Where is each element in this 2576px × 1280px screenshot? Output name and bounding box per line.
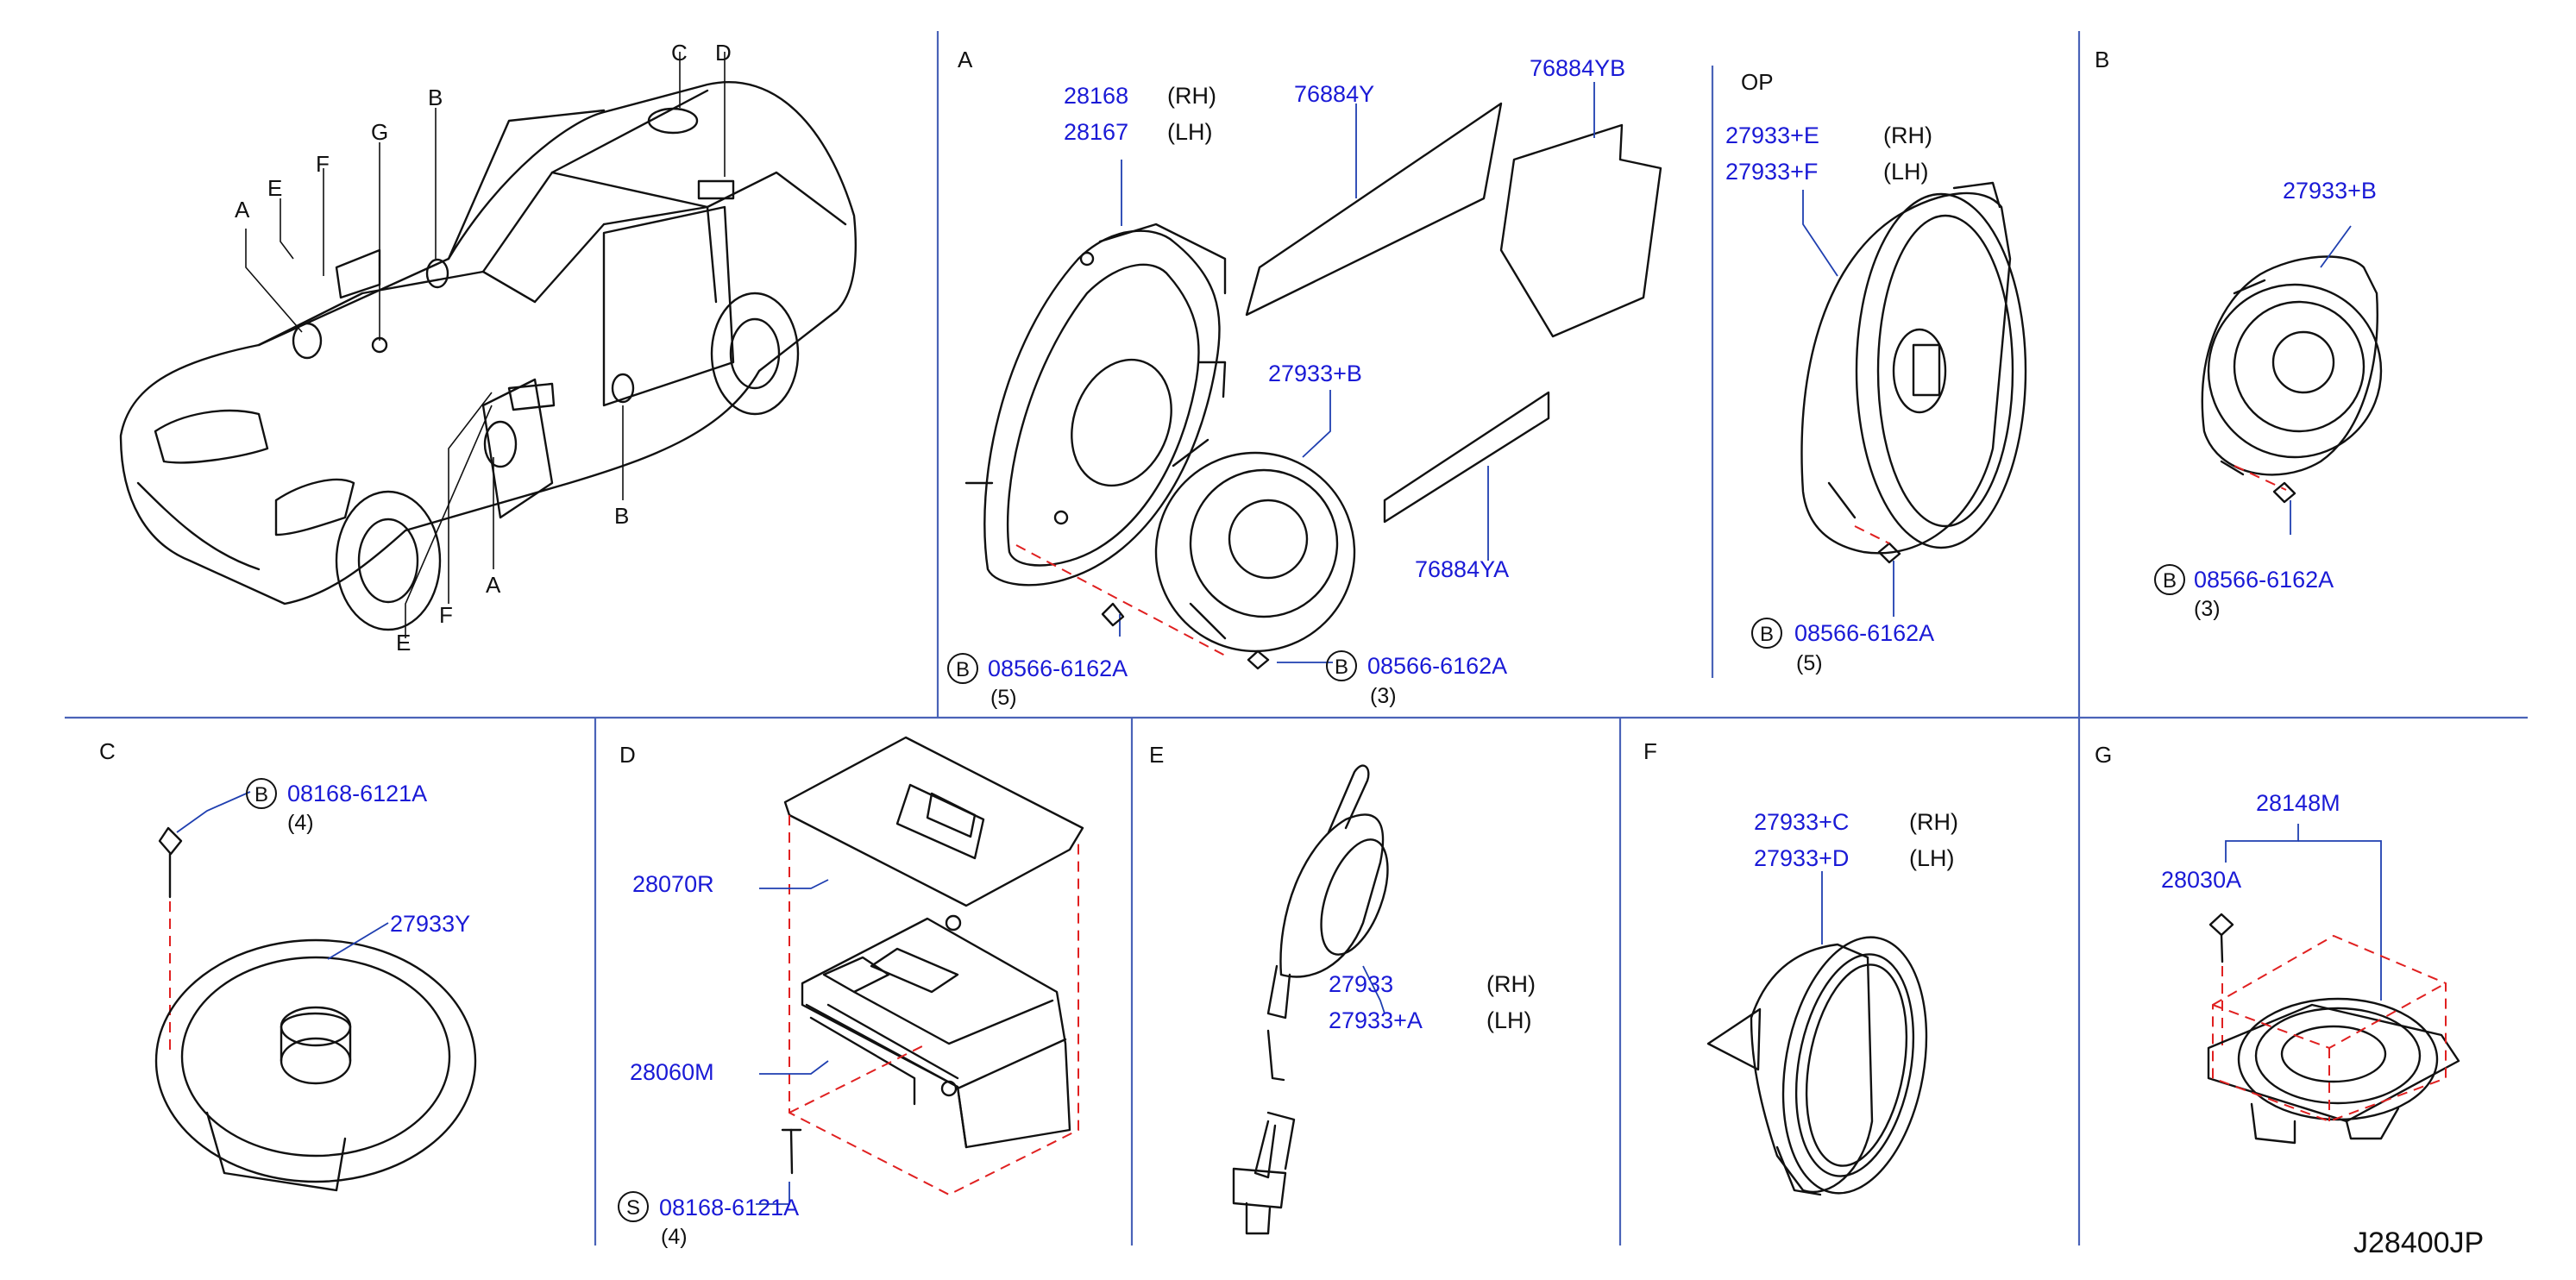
part-28148m[interactable]: 28148M — [2256, 790, 2340, 816]
qty-c: (4) — [287, 811, 314, 835]
qty-d: (4) — [661, 1225, 688, 1249]
car-label-e: E — [267, 175, 283, 201]
section-a-title: A — [958, 47, 973, 72]
screw-prefix-d: S — [618, 1191, 649, 1222]
car-label-f: F — [316, 151, 330, 177]
car-label-c: C — [671, 40, 688, 66]
part-08566-6162a-op[interactable]: 08566-6162A — [1794, 620, 1935, 646]
section-g-title: G — [2095, 742, 2113, 768]
part-28030a[interactable]: 28030A — [2161, 867, 2242, 893]
car-label-g: G — [371, 119, 389, 145]
car-label-b-top: B — [428, 85, 443, 110]
part-27933-a-side: (LH) — [1486, 1007, 1532, 1033]
section-c-artwork — [154, 791, 477, 1192]
part-28168[interactable]: 28168 — [1064, 83, 1129, 109]
section-d-title: D — [619, 742, 636, 768]
part-27933-side: (RH) — [1486, 971, 1536, 997]
section-op-title: OP — [1741, 69, 1774, 95]
car-label-b-bottom: B — [614, 503, 630, 529]
section-e-title: E — [1149, 742, 1165, 768]
diagram-code: J28400JP — [2353, 1227, 2485, 1259]
qty-op: (5) — [1796, 651, 1823, 675]
part-27933-a[interactable]: 27933+A — [1329, 1007, 1423, 1033]
car-label-e-bottom: E — [396, 630, 412, 656]
part-27933[interactable]: 27933 — [1329, 971, 1394, 997]
car-label-a-bottom: A — [486, 572, 501, 598]
screw-prefix-op: B — [1751, 618, 1782, 649]
section-dividers — [65, 31, 2528, 1245]
part-28070r[interactable]: 28070R — [632, 871, 714, 897]
section-f-title: F — [1643, 738, 1657, 764]
part-27933-c[interactable]: 27933+C — [1754, 809, 1850, 835]
section-g-artwork — [2207, 824, 2460, 1145]
car-overview-drawing — [119, 81, 857, 631]
part-27933-f-side: (LH) — [1883, 159, 1929, 185]
screw-prefix-a2: B — [1326, 650, 1357, 681]
section-b-artwork — [2201, 225, 2383, 535]
part-27933-c-side: (RH) — [1909, 809, 1958, 835]
part-27933-f[interactable]: 27933+F — [1725, 159, 1819, 185]
part-76884yb[interactable]: 76884YB — [1530, 55, 1626, 81]
part-08566-6162a-a2[interactable]: 08566-6162A — [1367, 653, 1508, 679]
part-28167-side: (LH) — [1167, 119, 1213, 145]
screw-prefix-c: B — [246, 778, 277, 809]
part-28167[interactable]: 28167 — [1064, 119, 1129, 145]
part-27933-e[interactable]: 27933+E — [1725, 122, 1819, 148]
part-76884y[interactable]: 76884Y — [1294, 81, 1375, 107]
part-27933-d-side: (LH) — [1909, 845, 1955, 871]
section-op-artwork — [1800, 181, 2027, 617]
car-label-f-bottom: F — [439, 602, 453, 628]
screw-prefix-a1: B — [947, 653, 978, 684]
section-f-artwork — [1706, 871, 1928, 1196]
car-callout-leaders — [245, 52, 726, 638]
part-27933-e-side: (RH) — [1883, 122, 1932, 148]
part-08168-6121a-d[interactable]: 08168-6121A — [659, 1195, 800, 1220]
part-08566-6162a-a1[interactable]: 08566-6162A — [988, 656, 1128, 681]
part-27933-b[interactable]: 27933+B — [2283, 178, 2377, 204]
section-a-artwork — [964, 82, 1662, 670]
qty-a1: (5) — [990, 686, 1017, 710]
qty-b: (3) — [2194, 597, 2221, 621]
part-08168-6121a-c[interactable]: 08168-6121A — [287, 781, 428, 806]
part-28168-side: (RH) — [1167, 83, 1216, 109]
section-d-artwork — [756, 736, 1084, 1205]
part-27933-b-a[interactable]: 27933+B — [1268, 361, 1362, 386]
part-76884ya[interactable]: 76884YA — [1415, 556, 1510, 582]
part-27933-d[interactable]: 27933+D — [1754, 845, 1850, 871]
car-label-a-front: A — [235, 197, 250, 223]
part-28060m[interactable]: 28060M — [630, 1059, 714, 1085]
screw-prefix-b: B — [2154, 564, 2185, 595]
part-27933y[interactable]: 27933Y — [390, 911, 471, 937]
section-b-title: B — [2095, 47, 2110, 72]
car-label-d: D — [715, 40, 732, 66]
section-c-title: C — [99, 738, 116, 764]
part-08566-6162a-b[interactable]: 08566-6162A — [2194, 567, 2334, 593]
qty-a2: (3) — [1370, 684, 1397, 708]
section-e-artwork — [1232, 764, 1389, 1235]
